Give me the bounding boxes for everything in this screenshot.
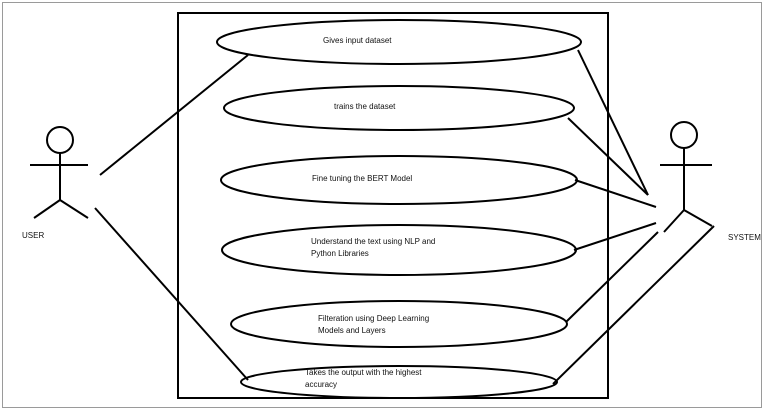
- use-case-2-line-1: trains the dataset: [334, 102, 396, 111]
- use-case-3-label: Fine tuning the BERT Model: [312, 173, 412, 185]
- use-case-5-line-1: Filteration using Deep Learning: [318, 314, 430, 323]
- image-frame: [2, 2, 762, 408]
- user-association-line-2: [94, 207, 249, 381]
- use-case-4-line-2: Python Libraries: [311, 249, 369, 258]
- system-association-line-4: [573, 222, 657, 251]
- use-case-6-line-2: accuracy: [305, 380, 338, 389]
- system-association-line-1: [577, 49, 649, 196]
- use-case-ellipse-6[interactable]: [240, 365, 558, 399]
- system-association-line-3: [574, 179, 657, 208]
- system-actor-label: SYSTEM: [728, 233, 761, 242]
- use-case-ellipse-1[interactable]: [216, 19, 582, 65]
- use-case-ellipse-2[interactable]: [223, 85, 575, 131]
- use-case-6-line-1: Takes the output with the highest: [305, 368, 422, 377]
- use-case-6-label: Takes the output with the highest accura…: [305, 367, 422, 391]
- user-actor-figure: [30, 126, 89, 219]
- system-association-line-6: [552, 225, 715, 385]
- use-case-4-label: Understand the text using NLP and Python…: [311, 236, 435, 260]
- user-actor-label: USER: [22, 231, 45, 240]
- system-association-line-5: [565, 231, 659, 323]
- use-case-ellipse-5[interactable]: [230, 300, 568, 348]
- use-case-4-line-1: Understand the text using NLP and: [311, 237, 436, 246]
- use-case-5-label: Filteration using Deep Learning Models a…: [318, 313, 429, 337]
- use-case-5-line-2: Models and Layers: [318, 326, 386, 335]
- system-actor-figure: [660, 121, 713, 233]
- use-case-3-line-1: Fine tuning the BERT Model: [312, 174, 413, 183]
- user-association-line-1: [99, 54, 249, 176]
- use-case-1-label: Gives input dataset: [323, 35, 391, 47]
- use-case-2-label: trains the dataset: [334, 101, 395, 113]
- use-case-1-line-1: Gives input dataset: [323, 36, 392, 45]
- system-association-line-2: [567, 117, 649, 196]
